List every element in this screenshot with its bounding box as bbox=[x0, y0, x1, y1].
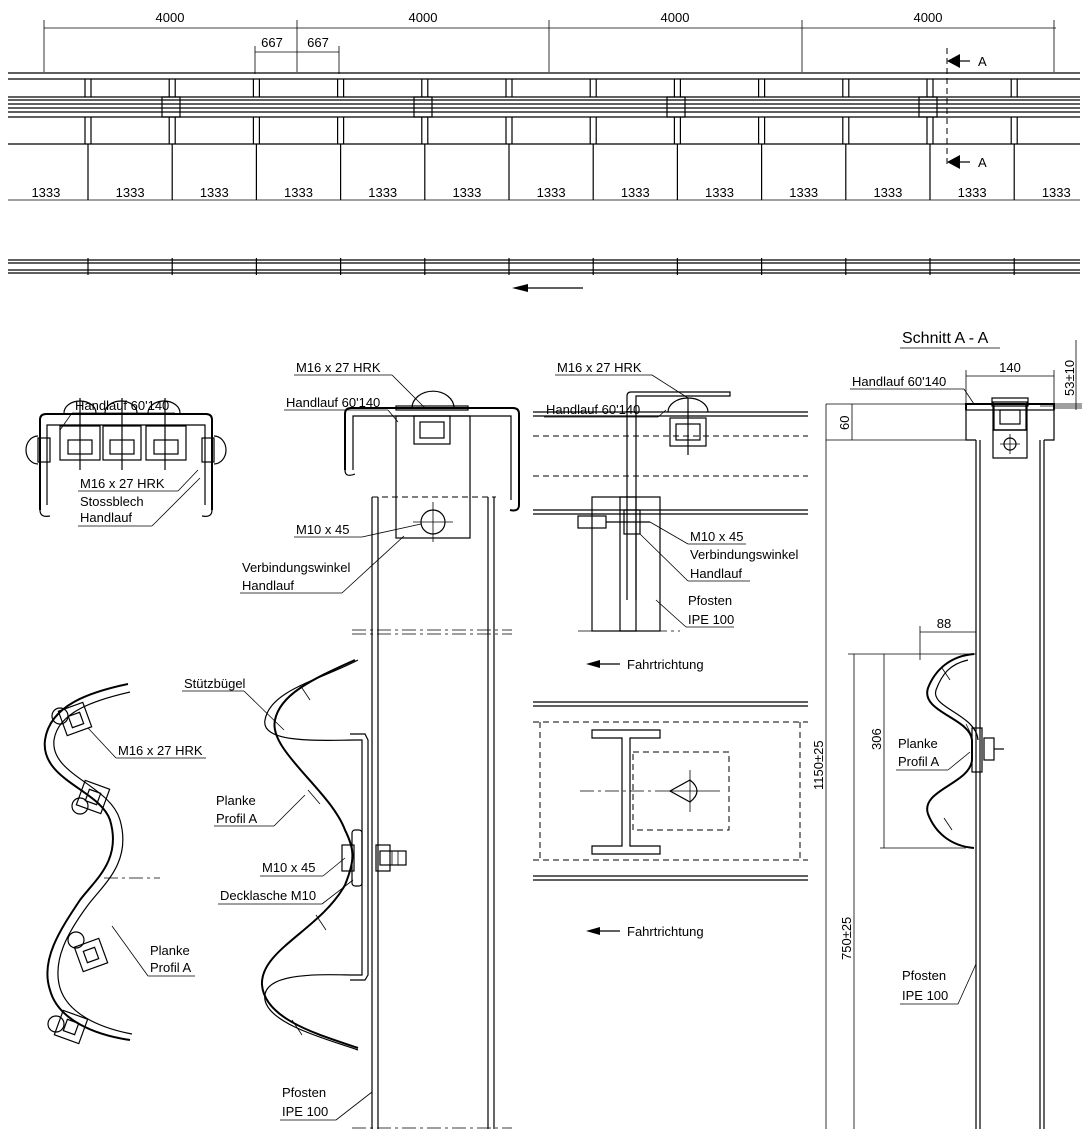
label-handlauf-side: Handlauf 60'140 bbox=[546, 402, 640, 417]
label-bolt-profile: M16 x 27 HRK bbox=[118, 743, 203, 758]
label-m10-post: M10 x 45 bbox=[296, 522, 349, 537]
label-winkel-post-1: Verbindungswinkel bbox=[242, 560, 351, 575]
label-winkel-side-2: Handlauf bbox=[690, 566, 742, 581]
post-dim-label: 1333 bbox=[368, 185, 397, 200]
label-bolt-post: M16 x 27 HRK bbox=[296, 360, 381, 375]
detail-post-assembly: M16 x 27 HRK Handlauf 60'140 M10 x 45 Ve… bbox=[182, 360, 520, 1129]
post-dim-label: 1333 bbox=[452, 185, 481, 200]
label-handlauf-section: Handlauf 60'140 bbox=[852, 374, 946, 389]
post-dim-label: 1333 bbox=[958, 185, 987, 200]
span-dim-4: 4000 bbox=[914, 10, 943, 25]
section-title: Schnitt A - A bbox=[902, 330, 989, 347]
post-dim-label: 1333 bbox=[789, 185, 818, 200]
dim-1150: 1150±25 bbox=[811, 740, 826, 790]
label-pfosten-section-1: Pfosten bbox=[902, 968, 946, 983]
label-pfosten-post-1: Pfosten bbox=[282, 1085, 326, 1100]
span-dim-3: 4000 bbox=[661, 10, 690, 25]
section-marker-top: A bbox=[978, 54, 987, 69]
label-bolt-side: M16 x 27 HRK bbox=[557, 360, 642, 375]
post-dim-label: 1333 bbox=[200, 185, 229, 200]
section-a-a: Schnitt A - A Handlauf 60'140 140 53±10 … bbox=[811, 330, 1082, 1129]
label-pfosten-side-2: IPE 100 bbox=[688, 612, 734, 627]
label-winkel-side-1: Verbindungswinkel bbox=[690, 547, 799, 562]
label-pfosten-side-1: Pfosten bbox=[688, 593, 732, 608]
detail-plan-view: Fahrtrichtung bbox=[533, 701, 808, 939]
post-dim-label: 1333 bbox=[705, 185, 734, 200]
sub-dim-1: 667 bbox=[261, 35, 283, 50]
label-planke-left-1: Planke bbox=[150, 943, 190, 958]
label-planke-post-1: Planke bbox=[216, 793, 256, 808]
dim-60: 60 bbox=[837, 416, 852, 430]
detail-handrail-splice: Handlauf 60'140 M16 x 27 HRK bbox=[25, 398, 227, 527]
dim-53: 53±10 bbox=[1062, 360, 1077, 396]
label-handlauf-post: Handlauf 60'140 bbox=[286, 395, 380, 410]
label-winkel-post-2: Handlauf bbox=[242, 578, 294, 593]
span-dim-2: 4000 bbox=[409, 10, 438, 25]
post-dim-label: 1333 bbox=[873, 185, 902, 200]
label-pfosten-section-2: IPE 100 bbox=[902, 988, 948, 1003]
label-stutz: Stützbügel bbox=[184, 676, 246, 691]
label-pfosten-post-2: IPE 100 bbox=[282, 1104, 328, 1119]
detail-profile-a: M16 x 27 HRK Planke Profil A bbox=[43, 683, 206, 1045]
post-dim-label: 1333 bbox=[537, 185, 566, 200]
label-m10-side: M10 x 45 bbox=[690, 529, 743, 544]
post-dim-label: 1333 bbox=[116, 185, 145, 200]
label-m10b-post: M10 x 45 bbox=[262, 860, 315, 875]
label-planke-section-2: Profil A bbox=[898, 754, 940, 769]
post-dim-label: 1333 bbox=[1042, 185, 1071, 200]
label-stossblech-2: Handlauf bbox=[80, 510, 132, 525]
label-planke-left-2: Profil A bbox=[150, 960, 192, 975]
label-bolt-splice: M16 x 27 HRK bbox=[80, 476, 165, 491]
detail-side-view: M16 x 27 HRK Handlauf 60'140 M10 x 45 bbox=[533, 360, 808, 672]
label-direction-side: Fahrtrichtung bbox=[627, 657, 704, 672]
span-dim-1: 4000 bbox=[156, 10, 185, 25]
post-dim-label: 1333 bbox=[31, 185, 60, 200]
sub-dim-2: 667 bbox=[307, 35, 329, 50]
label-decklasche: Decklasche M10 bbox=[220, 888, 316, 903]
label-planke-section-1: Planke bbox=[898, 736, 938, 751]
dim-750: 750±25 bbox=[839, 917, 854, 960]
label-stossblech-1: Stossblech bbox=[80, 494, 144, 509]
post-dim-label: 1333 bbox=[284, 185, 313, 200]
dim-88: 88 bbox=[937, 616, 951, 631]
section-marker-bottom: A bbox=[978, 155, 987, 170]
label-planke-post-2: Profil A bbox=[216, 811, 258, 826]
dim-140: 140 bbox=[999, 360, 1021, 375]
dim-306: 306 bbox=[869, 728, 884, 750]
post-dim-label: 1333 bbox=[621, 185, 650, 200]
label-direction-plan: Fahrtrichtung bbox=[627, 924, 704, 939]
